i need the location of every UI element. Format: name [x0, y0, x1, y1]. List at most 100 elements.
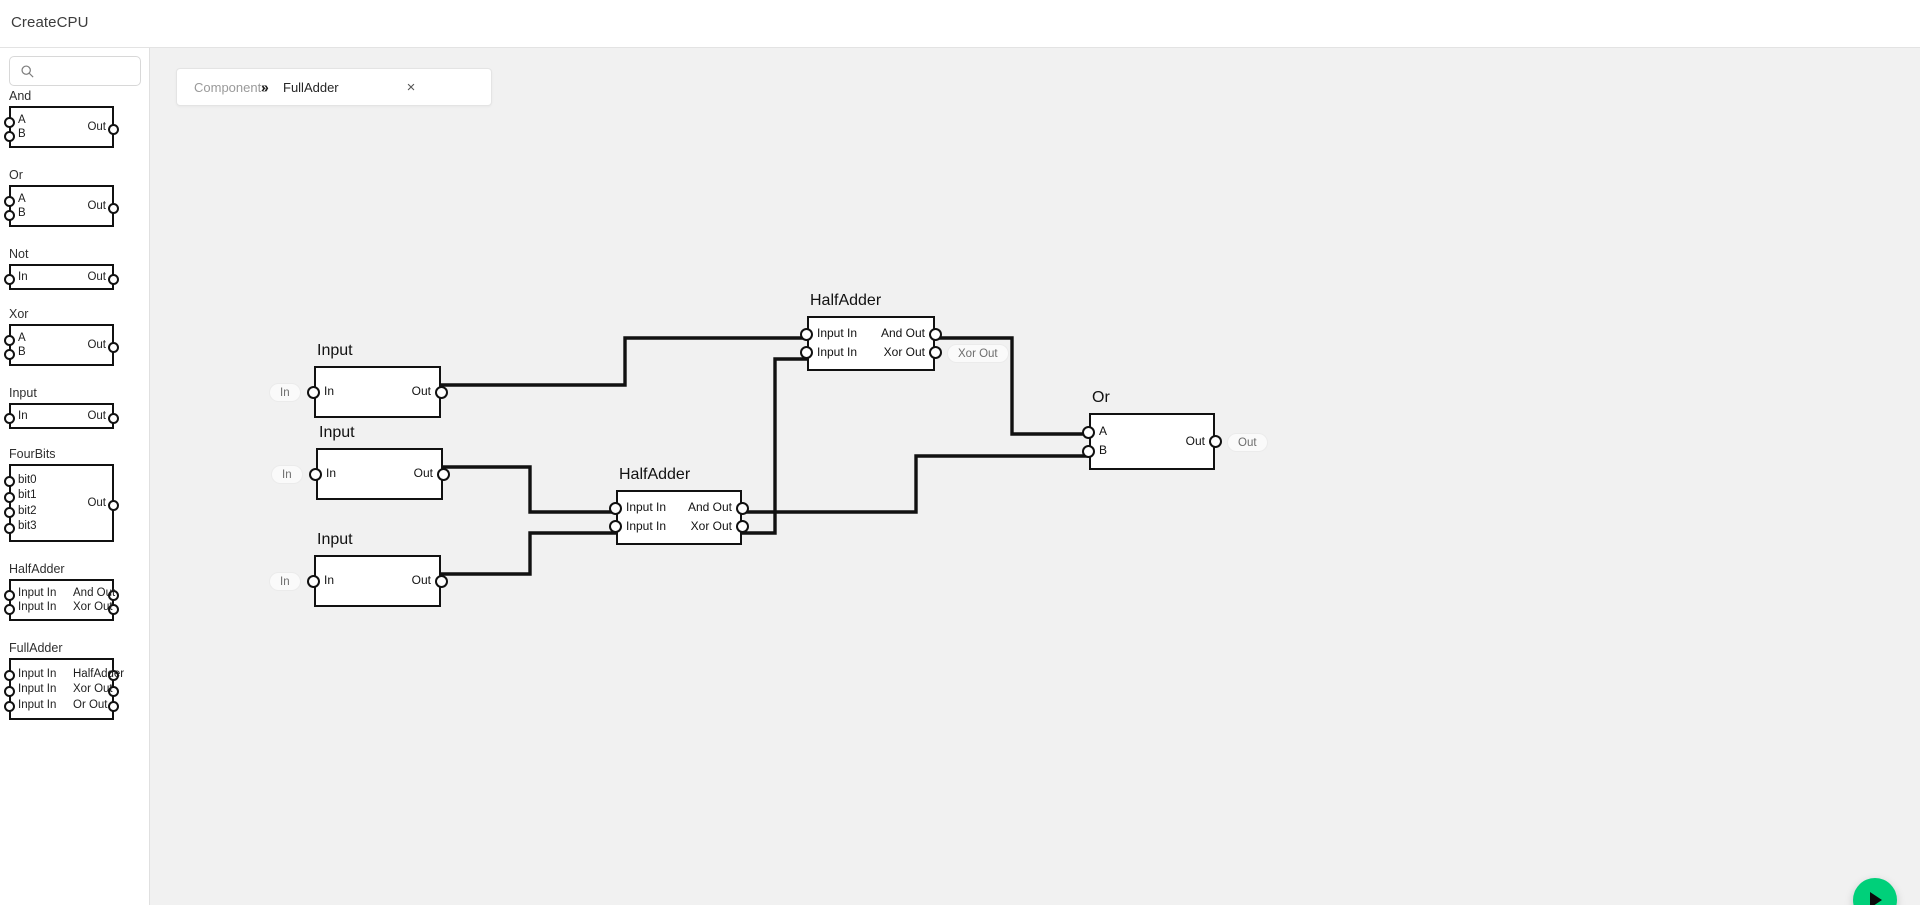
palette-input-pin[interactable] — [4, 334, 15, 346]
palette-input-pin[interactable] — [4, 130, 15, 142]
palette-output-pin[interactable] — [108, 123, 119, 135]
palette-input-pin-label: Input In — [18, 667, 57, 680]
node-input-pin[interactable] — [800, 346, 813, 360]
palette-input-pin-label: A — [18, 114, 26, 126]
palette-input-pin-label: bit2 — [18, 504, 37, 517]
node-output-pin[interactable] — [437, 467, 450, 481]
node-input-pin[interactable] — [800, 327, 813, 341]
palette-output-pin[interactable] — [108, 341, 119, 353]
canvas-node-body[interactable] — [314, 555, 441, 607]
palette-item-label: FullAdder — [9, 641, 63, 655]
palette-input-pin[interactable] — [4, 412, 15, 424]
palette-input-pin[interactable] — [4, 116, 15, 128]
close-icon[interactable]: × — [406, 79, 416, 96]
node-pin-badge[interactable]: Out — [1227, 432, 1268, 452]
palette-input-pin[interactable] — [4, 522, 15, 534]
palette-input-pin[interactable] — [4, 507, 15, 519]
palette-output-pin[interactable] — [108, 701, 119, 712]
wire-input2-to-halfadder-bottom-in0 — [441, 465, 618, 514]
palette-output-pin-label: HalfAdder — [73, 667, 125, 680]
palette-output-pin[interactable] — [108, 273, 119, 285]
palette-output-pin[interactable] — [108, 202, 119, 214]
search-input[interactable] — [40, 57, 138, 85]
search-icon — [21, 65, 34, 78]
node-input-pin[interactable] — [609, 501, 622, 515]
node-input-pin[interactable] — [609, 520, 622, 534]
palette-output-pin[interactable] — [108, 685, 119, 697]
node-output-pin[interactable] — [435, 574, 448, 588]
palette-item-label: FourBits — [9, 447, 56, 461]
palette-output-pin[interactable] — [108, 412, 119, 424]
node-input-pin[interactable] — [1082, 425, 1095, 439]
top-bar: CreateCPU — [0, 0, 1920, 48]
palette-output-pin[interactable] — [108, 670, 119, 681]
palette-input-pin-label: bit0 — [18, 473, 37, 486]
node-pin-badge[interactable]: In — [271, 465, 303, 484]
palette-input-pin[interactable] — [4, 348, 15, 360]
palette-output-pin[interactable] — [108, 499, 119, 511]
palette-input-pin-label: In — [18, 271, 28, 283]
node-output-pin[interactable] — [435, 385, 448, 399]
node-output-pin[interactable] — [736, 501, 749, 515]
palette-item-label: HalfAdder — [9, 562, 65, 576]
open-component-tab[interactable]: Components » FullAdder × — [176, 68, 492, 106]
palette-output-pin[interactable] — [108, 603, 119, 615]
node-output-pin-label: Out — [411, 384, 431, 398]
palette-input-pin[interactable] — [4, 491, 15, 503]
canvas-node-body[interactable] — [616, 490, 742, 545]
palette-input-pin-label: B — [18, 128, 26, 140]
palette-input-pin[interactable] — [4, 273, 15, 285]
node-output-pin-label: Xor Out — [883, 344, 925, 359]
palette-input-pin[interactable] — [4, 476, 15, 488]
palette-input-pin[interactable] — [4, 685, 15, 697]
node-input-pin-label: B — [1099, 443, 1108, 457]
palette-input-pin[interactable] — [4, 670, 15, 681]
node-input-pin-label: In — [324, 573, 335, 587]
palette-output-pin-label: Out — [87, 339, 106, 351]
node-input-pin[interactable] — [1082, 444, 1095, 458]
search-box[interactable] — [9, 56, 141, 86]
node-pin-badge[interactable]: In — [269, 572, 301, 591]
node-input-pin-label: Input In — [626, 518, 667, 533]
wire-halfadder-bottom-and-to-or-b — [740, 454, 1091, 514]
breadcrumb-leaf: FullAdder — [283, 80, 339, 95]
palette-input-pin[interactable] — [4, 195, 15, 207]
palette-item-label: Xor — [9, 307, 29, 321]
node-output-pin[interactable] — [1209, 435, 1222, 448]
palette-input-pin[interactable] — [4, 589, 15, 601]
node-input-pin[interactable] — [307, 385, 320, 399]
palette-item-label: Input — [9, 386, 37, 400]
canvas-node-title: Or — [1092, 389, 1110, 406]
node-input-pin[interactable] — [307, 574, 320, 588]
palette-input-pin[interactable] — [4, 209, 15, 221]
node-output-pin[interactable] — [929, 346, 942, 360]
palette-input-pin[interactable] — [4, 603, 15, 615]
canvas-node-body[interactable] — [807, 316, 935, 371]
palette-input-pin[interactable] — [4, 701, 15, 712]
node-pin-badge[interactable]: Xor Out — [947, 343, 1009, 363]
palette-output-pin-label: And Out — [73, 587, 116, 599]
node-output-pin[interactable] — [736, 520, 749, 534]
node-input-pin[interactable] — [309, 467, 322, 481]
play-icon — [1870, 892, 1882, 905]
chevron-double-right-icon: » — [261, 79, 269, 95]
node-pin-badge[interactable]: In — [269, 383, 301, 402]
breadcrumb-root[interactable]: Components — [194, 80, 268, 95]
node-output-pin[interactable] — [929, 327, 942, 341]
palette-output-pin[interactable] — [108, 589, 119, 601]
